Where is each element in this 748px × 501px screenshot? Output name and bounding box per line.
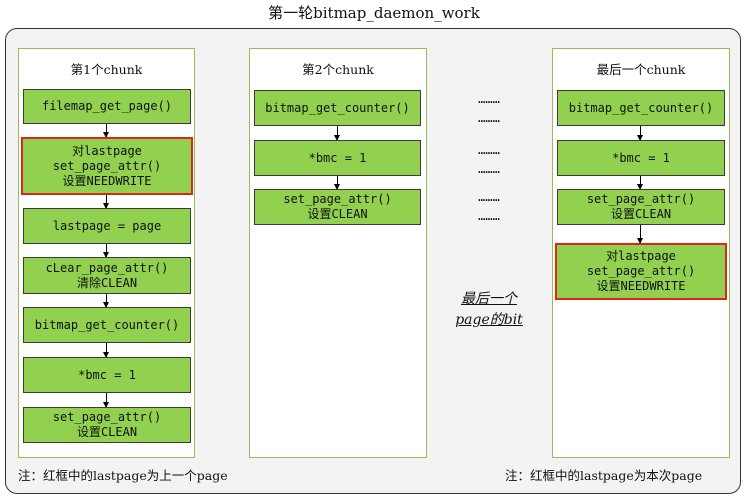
flow-arrow	[103, 195, 109, 209]
step-line: *bmc = 1	[78, 367, 136, 382]
chunk-column-1-title: 第1个chunk	[70, 62, 143, 77]
step-box: *bmc = 1	[23, 357, 191, 393]
flow-arrow	[334, 126, 340, 141]
step-box: set_page_attr() 设置CLEAN	[557, 189, 725, 225]
step-box: set_page_attr() 设置CLEAN	[254, 189, 421, 225]
step-line: set_page_attr()	[52, 158, 162, 173]
step-line: set_page_attr()	[586, 264, 696, 278]
ellipsis: ………	[478, 111, 500, 125]
diagram-title: 第一轮bitmap_daemon_work	[268, 4, 480, 22]
step-line: 对lastpage	[606, 249, 676, 263]
step-line: filemap_get_page()	[41, 99, 173, 113]
middle-note-line: page的bit	[455, 312, 523, 328]
step-box: lastpage = page	[23, 208, 191, 244]
flow-arrow	[637, 126, 643, 141]
step-line: 设置CLEAN	[76, 425, 138, 439]
step-line: 对lastpage	[72, 143, 142, 158]
step-box-highlighted: 对lastpage set_page_attr() 设置NEEDWRITE	[21, 137, 193, 195]
flow-arrow	[103, 343, 109, 358]
ellipsis: ………	[478, 143, 500, 157]
step-box: bitmap_get_counter()	[254, 90, 421, 126]
step-line: 清除CLEAN	[76, 275, 138, 290]
step-line: bitmap_get_counter()	[265, 100, 410, 115]
flow-arrow	[637, 225, 643, 244]
step-line: 设置CLEAN	[610, 207, 672, 221]
middle-note: 最后一个 page的bit	[436, 289, 542, 331]
flow-arrow	[103, 393, 109, 408]
footnote-left: 注：红框中的lastpage为上一个page	[18, 468, 228, 483]
flow-arrow	[334, 176, 340, 190]
middle-note-line: 最后一个	[461, 291, 517, 307]
chunk-column-3-title: 最后一个chunk	[596, 62, 686, 77]
step-line: cLear_page_attr()	[45, 260, 169, 275]
step-line: bitmap_get_counter()	[568, 100, 714, 115]
ellipsis: ………	[478, 92, 500, 106]
flow-arrow	[637, 176, 643, 190]
ellipsis: ………	[478, 190, 500, 204]
flow-arrow	[103, 244, 109, 258]
step-line: 设置NEEDWRITE	[62, 173, 152, 188]
footnote-right: 注：红框中的lastpage为本次page	[505, 468, 703, 483]
flow-arrow	[103, 294, 109, 308]
step-box: filemap_get_page()	[23, 89, 191, 124]
step-line: set_page_attr()	[52, 410, 162, 424]
step-box-highlighted: 对lastpage set_page_attr() 设置NEEDWRITE	[555, 243, 727, 300]
step-box: set_page_attr() 设置CLEAN	[23, 407, 191, 443]
chunk-column-2-title: 第2个chunk	[302, 62, 374, 77]
step-line: 设置NEEDWRITE	[596, 279, 686, 293]
step-box: *bmc = 1	[254, 140, 421, 176]
step-line: *bmc = 1	[612, 150, 670, 165]
ellipsis: ………	[478, 162, 500, 176]
step-line: lastpage = page	[52, 218, 162, 233]
step-line: set_page_attr()	[283, 192, 392, 206]
step-box: bitmap_get_counter()	[557, 90, 725, 126]
flow-arrow	[103, 124, 109, 138]
ellipsis: ………	[478, 209, 500, 223]
step-box: cLear_page_attr() 清除CLEAN	[23, 257, 191, 294]
step-line: set_page_attr()	[586, 192, 696, 206]
step-box: bitmap_get_counter()	[23, 307, 191, 343]
step-line: 设置CLEAN	[307, 207, 368, 221]
step-line: *bmc = 1	[308, 150, 367, 165]
step-line: bitmap_get_counter()	[34, 317, 180, 332]
step-box: *bmc = 1	[557, 140, 725, 176]
